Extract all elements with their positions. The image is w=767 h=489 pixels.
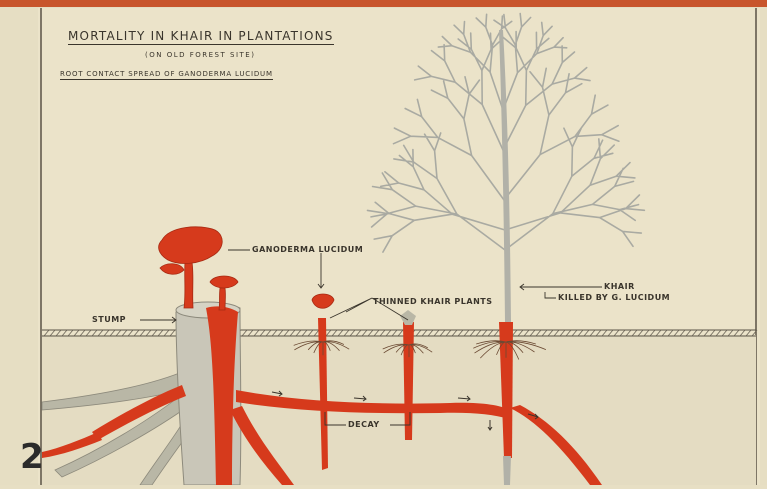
mushroom-small-stalk — [219, 288, 225, 310]
label-decay: DECAY — [348, 420, 380, 429]
mushroom-large-stalk — [184, 262, 193, 308]
diagram-title: MORTALITY IN KHAIR IN PLANTATIONS — [68, 29, 334, 45]
khair-root-pale — [503, 456, 511, 485]
diagram-subtitle-2: ROOT CONTACT SPREAD OF GANODERMA LUCIDUM — [60, 70, 273, 80]
diagram-subtitle: (ON OLD FOREST SITE) — [145, 51, 255, 59]
label-khair: KHAIR — [604, 282, 635, 291]
label-stump: STUMP — [92, 315, 126, 324]
label-thinned-plants: THINNED KHAIR PLANTS — [373, 297, 492, 306]
label-ganoderma: GANODERMA LUCIDUM — [252, 245, 363, 254]
plate-number: 2 — [20, 437, 44, 477]
label-killed: KILLED BY G. LUCIDUM — [558, 293, 670, 302]
top-edge-strip — [0, 0, 767, 7]
